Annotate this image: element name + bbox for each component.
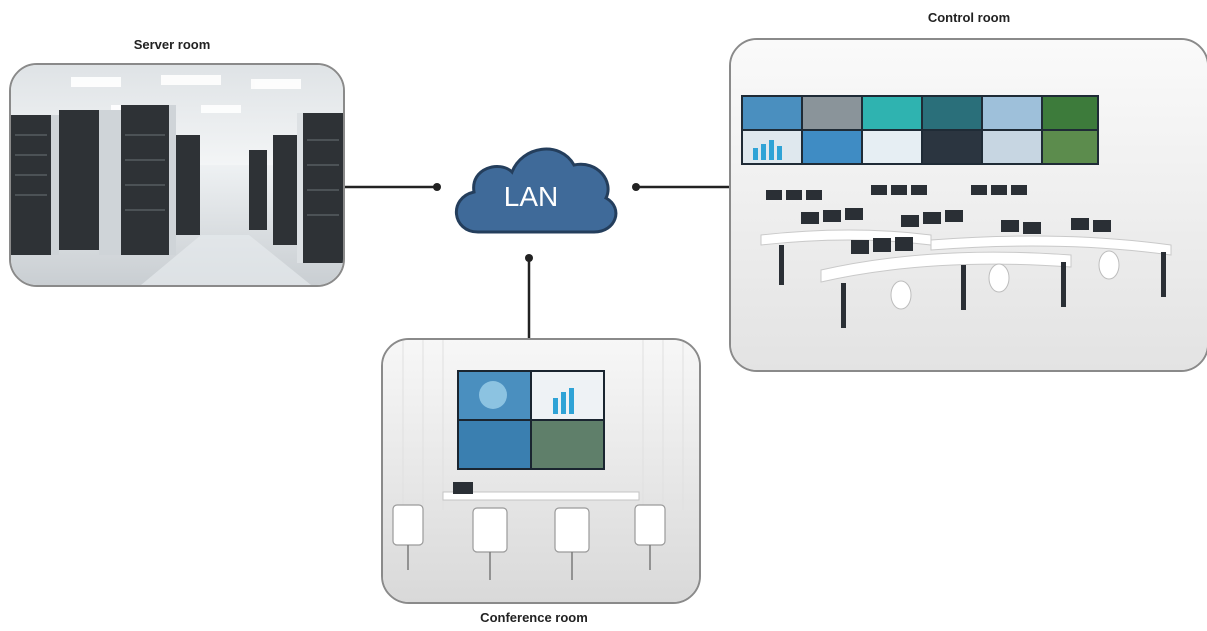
conference-room-label: Conference room: [480, 610, 588, 625]
video-wall: [741, 95, 1099, 165]
conference-link-node: [525, 254, 533, 262]
server-link-node: [433, 183, 441, 191]
lan-label: LAN: [504, 181, 558, 212]
control-link-node: [632, 183, 640, 191]
control-room-image: [729, 38, 1207, 372]
lan-cloud: LAN: [455, 147, 618, 234]
display-wall: [457, 370, 605, 470]
conference-room-image: [381, 338, 701, 604]
server-room-label: Server room: [133, 37, 211, 52]
control-room-label: Control room: [927, 10, 1011, 25]
server-room-image: [9, 63, 345, 287]
